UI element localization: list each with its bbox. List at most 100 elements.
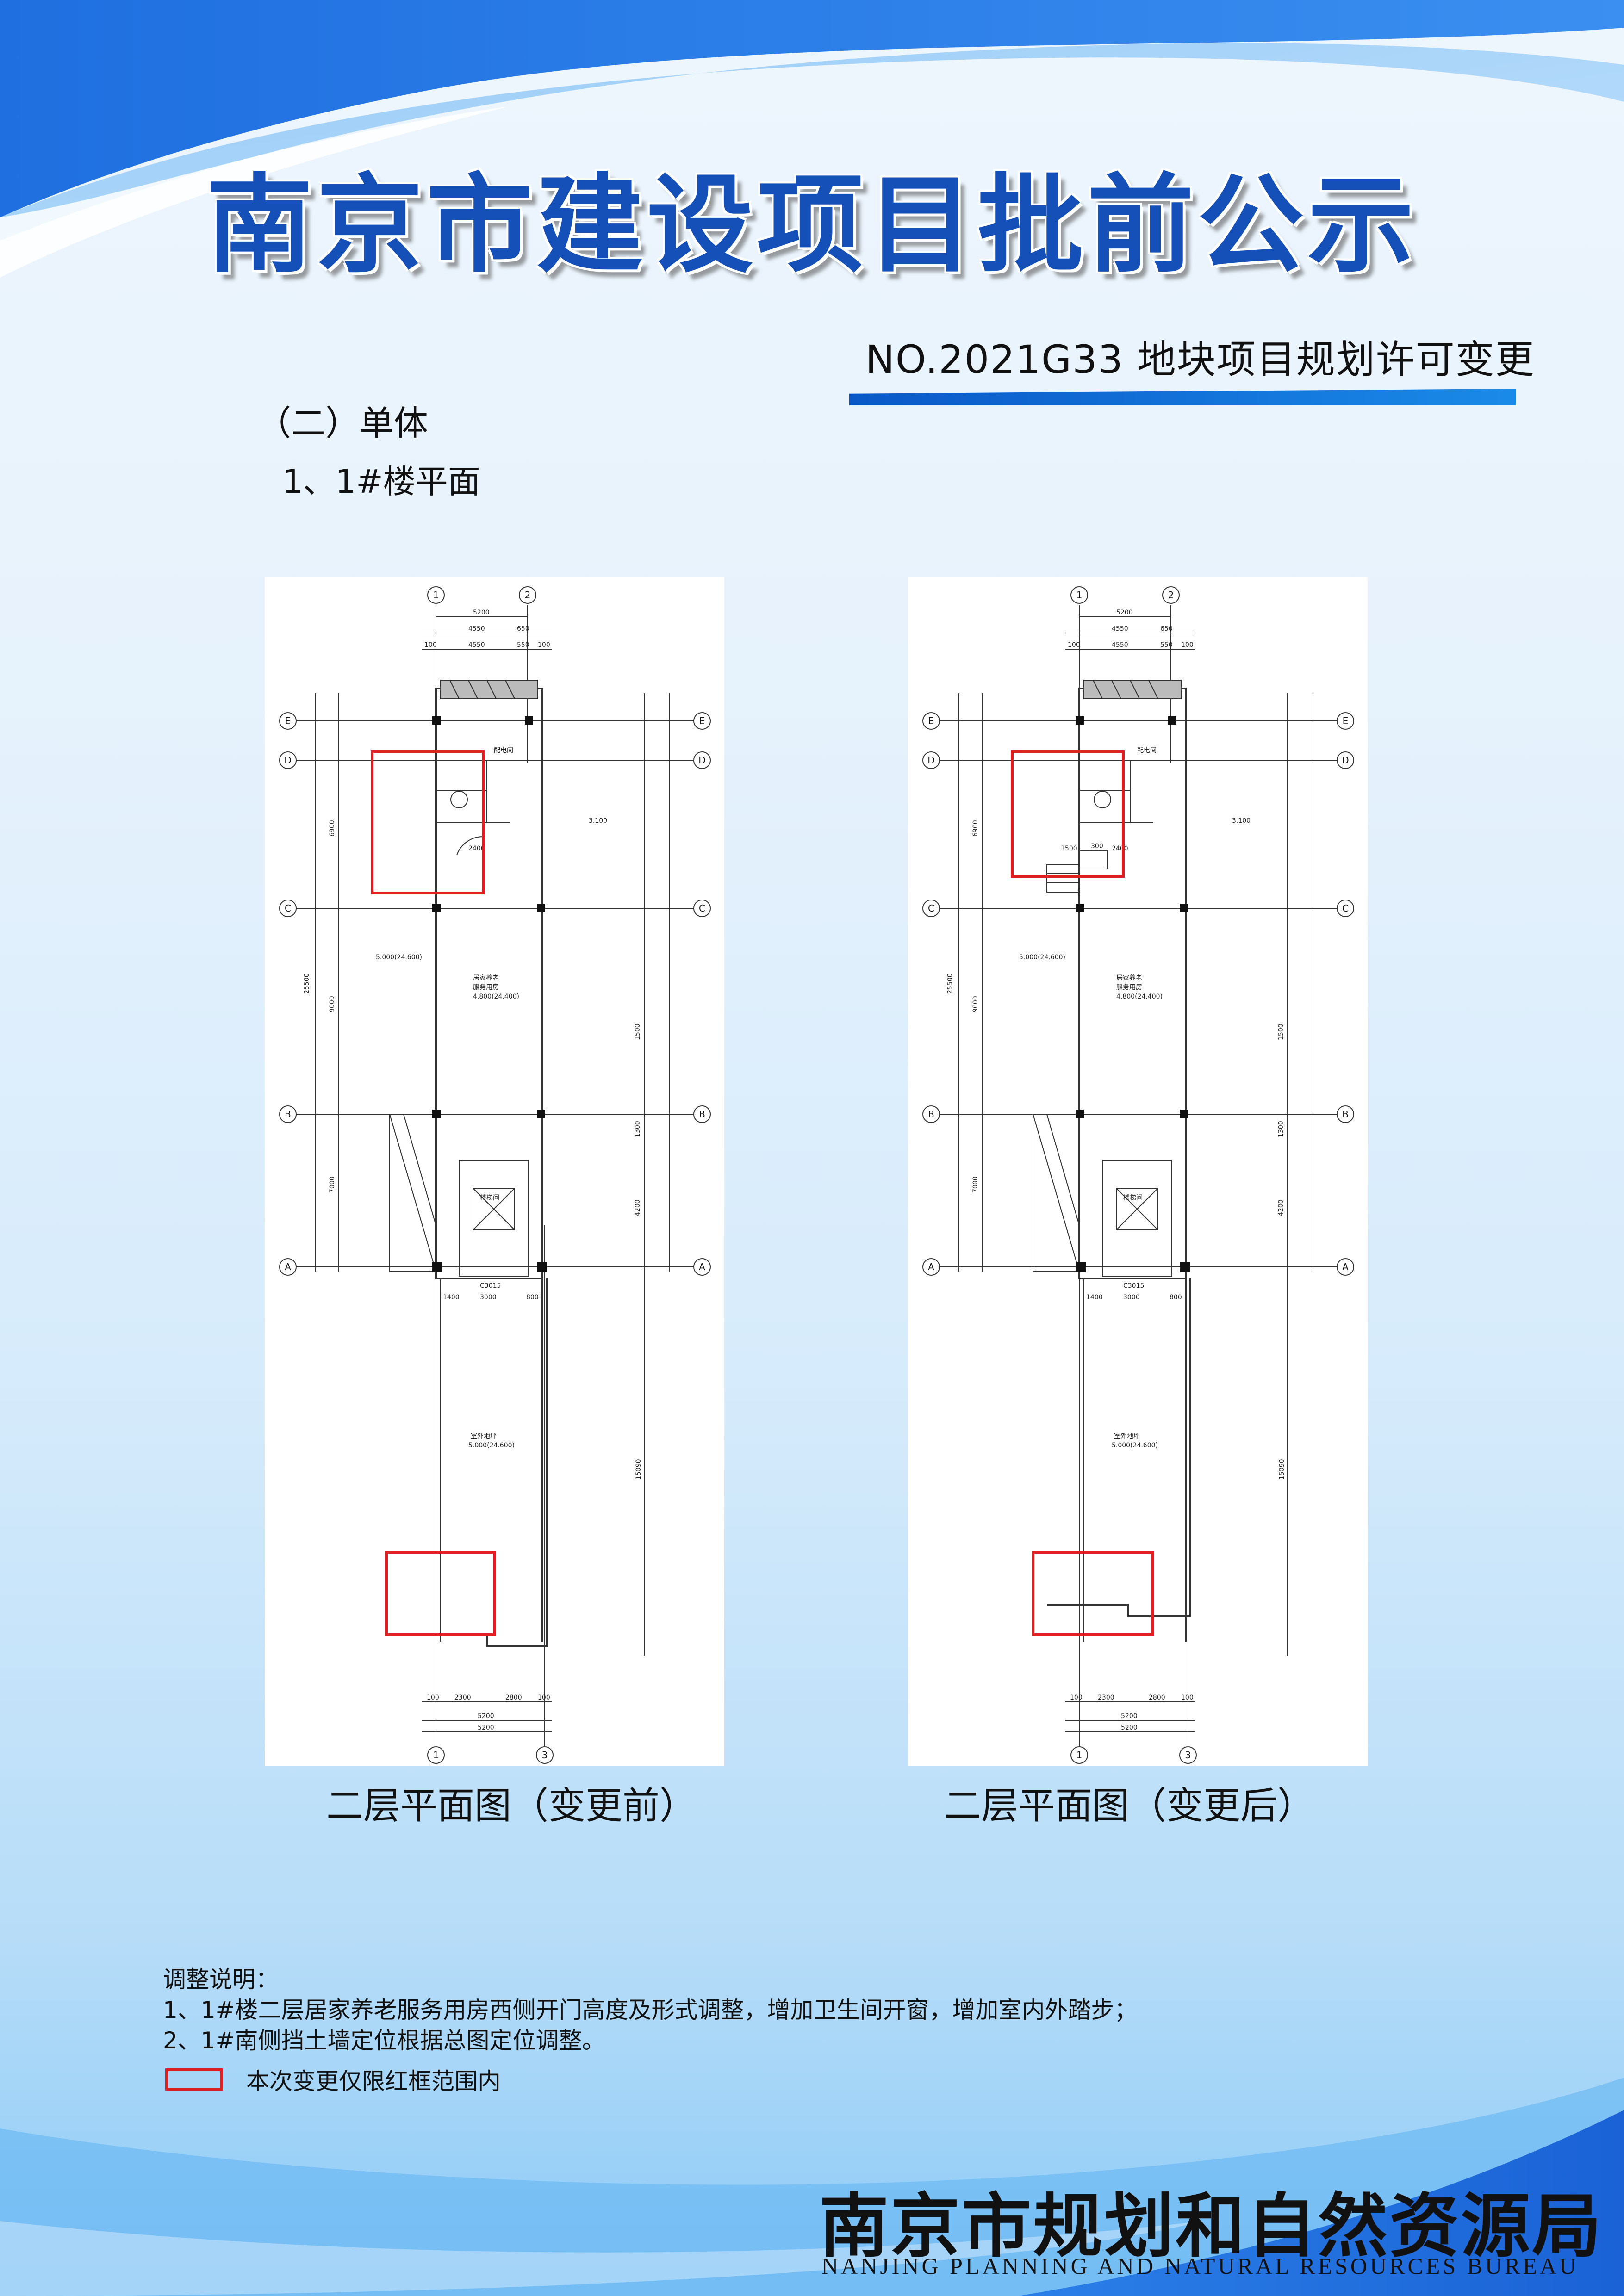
dimension-label: 25500	[946, 973, 954, 994]
dimension-label: 100	[427, 1694, 439, 1701]
dimension-label: 100	[1181, 641, 1194, 649]
dimension-label: 15090	[635, 1459, 642, 1480]
dimension-label: 1500	[634, 1024, 641, 1040]
dimension-label: 100	[1181, 1694, 1194, 1701]
dimension-label: 2800	[505, 1694, 522, 1701]
grid-label: E	[699, 715, 705, 726]
change-highlight-box	[1011, 750, 1125, 878]
level-label: 3.100	[589, 817, 607, 825]
change-highlight-box	[371, 750, 485, 894]
room-label: 服务用房	[1116, 984, 1142, 991]
dimension-label: 1500	[1277, 1024, 1285, 1040]
dimension-label: 550	[1160, 641, 1173, 649]
change-highlight-box	[1032, 1551, 1154, 1636]
grid-label: B	[928, 1109, 934, 1120]
dimension-label: 1500	[1061, 845, 1077, 852]
dimension-label: 5200	[1121, 1713, 1138, 1720]
note-item: 2、1#南侧挡土墙定位根据总图定位调整。	[163, 2027, 605, 2054]
note-item: 1、1#楼二层居家养老服务用房西侧开门高度及形式调整，增加卫生间开窗，增加室内外…	[163, 1997, 1138, 2023]
level-label: 5.000(24.600)	[1112, 1442, 1158, 1449]
dimension-label: 1300	[1277, 1121, 1285, 1137]
room-label: 配电间	[1137, 747, 1157, 754]
dimension-label: 100	[1068, 641, 1080, 649]
section-subheading: 1、1#楼平面	[282, 463, 480, 501]
dimension-label: 1400	[1086, 1294, 1103, 1301]
grid-label: D	[284, 755, 291, 766]
section-heading: （二）单体	[257, 403, 428, 443]
grid-label: 2	[1168, 590, 1174, 601]
grid-label: 1	[1076, 1750, 1083, 1761]
grid-label: C	[285, 903, 291, 914]
dimension-label: 6900	[329, 820, 336, 837]
grid-label: 2	[525, 590, 531, 601]
legend-text: 本次变更仅限红框范围内	[246, 2068, 501, 2095]
room-label: 室外地坪	[1114, 1432, 1140, 1440]
dimension-label: 6900	[972, 820, 979, 837]
floor-plan-drawing: 1 2 1 3 E E D D C C B B A A 5200 4550 65…	[922, 586, 1354, 1764]
dimension-label: 5200	[1116, 609, 1133, 616]
grid-label: B	[1342, 1109, 1349, 1120]
dimension-label: 1300	[634, 1121, 641, 1137]
dimension-label: 7000	[329, 1176, 336, 1193]
dimension-label: 1400	[443, 1294, 460, 1301]
room-label: 楼梯间	[1123, 1194, 1143, 1202]
notes-title: 调整说明：	[163, 1966, 279, 1993]
room-label: 楼梯间	[480, 1194, 499, 1202]
dimension-label: 100	[1070, 1694, 1083, 1701]
dimension-label: 15090	[1278, 1459, 1286, 1480]
grid-label: 1	[1076, 590, 1083, 601]
dimension-label: 650	[517, 625, 529, 633]
dimension-label: 650	[1160, 625, 1173, 633]
grid-label: C	[699, 903, 705, 914]
project-subtitle: NO.2021G33 地块项目规划许可变更	[865, 337, 1535, 382]
dimension-label: 5200	[478, 1724, 494, 1731]
dimension-label: 2300	[454, 1694, 471, 1701]
level-label: 3.100	[1232, 817, 1251, 825]
grid-label: D	[927, 755, 934, 766]
level-label: 5.000(24.600)	[1019, 954, 1065, 961]
dimension-label: 4550	[468, 625, 485, 633]
dimension-label: 800	[1170, 1294, 1182, 1301]
room-label: 居家养老	[1116, 974, 1142, 982]
level-label: 4.800(24.400)	[473, 993, 519, 1000]
dimension-label: 4550	[468, 641, 485, 649]
dimension-label: 25500	[303, 973, 311, 994]
grid-label: 3	[1185, 1750, 1191, 1761]
bureau-name-cn: 南京市规划和自然资源局	[819, 2185, 1604, 2267]
grid-label: D	[698, 755, 705, 766]
change-highlight-box	[385, 1551, 496, 1636]
grid-label: 3	[542, 1750, 548, 1761]
dimension-label: 100	[538, 1694, 550, 1701]
dimension-label: 5200	[1121, 1724, 1138, 1731]
level-label: 5.000(24.600)	[468, 1442, 515, 1449]
legend-red-box	[165, 2068, 223, 2091]
dimension-label: 800	[526, 1294, 539, 1301]
dimension-label: 300	[1091, 843, 1103, 850]
dimension-label: 9000	[329, 996, 336, 1012]
level-label: 5.000(24.600)	[376, 954, 422, 961]
floor-plan-drawing: 1 2 1 3 E E D D C C B B A A 5200 4550 65…	[279, 586, 711, 1764]
dimension-label: 550	[517, 641, 529, 649]
dimension-label: 4200	[634, 1199, 641, 1216]
grid-label: C	[1342, 903, 1349, 914]
page-title: 南京市建设项目批前公示	[206, 162, 1418, 287]
dimension-label: 100	[538, 641, 550, 649]
dimension-label: 4200	[1277, 1199, 1285, 1216]
level-label: 4.800(24.400)	[1116, 993, 1163, 1000]
adjustment-notes: 调整说明： 1、1#楼二层居家养老服务用房西侧开门高度及形式调整，增加卫生间开窗…	[163, 1964, 1138, 2056]
grid-label: B	[285, 1109, 291, 1120]
grid-label: 1	[433, 1750, 439, 1761]
grid-label: 1	[433, 590, 439, 601]
dimension-label: 9000	[972, 996, 979, 1012]
grid-label: A	[285, 1261, 291, 1272]
dimension-label: 7000	[972, 1176, 979, 1193]
dimension-label: C3015	[480, 1282, 501, 1290]
dimension-label: 2400	[1112, 845, 1128, 852]
grid-label: D	[1342, 755, 1349, 766]
room-label: 配电间	[494, 747, 513, 754]
caption-after: 二层平面图（变更后）	[944, 1784, 1314, 1827]
room-label: 居家养老	[473, 974, 499, 982]
grid-label: E	[928, 715, 934, 726]
dimension-label: 4550	[1112, 625, 1128, 633]
room-label: 室外地坪	[471, 1432, 497, 1440]
